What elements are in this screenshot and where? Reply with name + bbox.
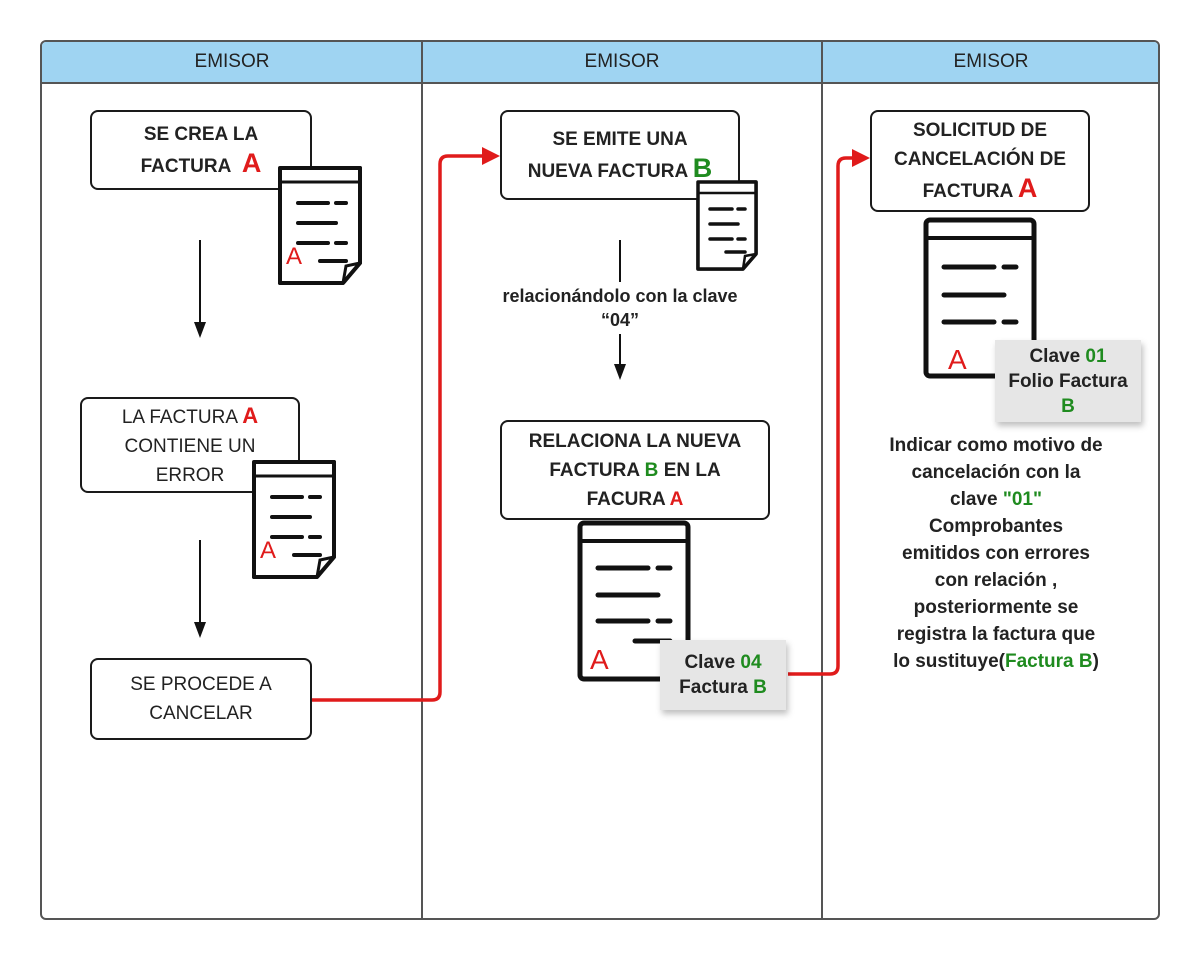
- arrow-create-to-error: [194, 240, 206, 338]
- lane-header-1: EMISOR: [42, 42, 422, 84]
- red-connector-cancel-to-emit: [312, 147, 500, 702]
- cancellation-note: Indicar como motivo de cancelación con l…: [860, 432, 1132, 675]
- doc2-letter-top: A: [260, 537, 277, 564]
- box-cancel-line2: CANCELAR: [149, 703, 253, 724]
- box-create-invoice: SE CREA LA FACTURA A: [90, 110, 312, 190]
- box-relate-line1: RELACIONA LA NUEVA: [528, 430, 742, 452]
- box-proceed-cancel: SE PROCEDE A CANCELAR: [90, 658, 312, 740]
- box-request-line1: SOLICITUD DE: [912, 120, 1048, 141]
- box-error-line1: LA FACTURA: [121, 406, 237, 428]
- box-emit-new-invoice: SE EMITE UNA NUEVA FACTURA B: [500, 110, 740, 200]
- note-line1: Indicar como motivo de: [889, 435, 1103, 456]
- box-emit-line2: NUEVA FACTURA: [527, 160, 688, 182]
- tag04-value2: B: [753, 677, 767, 698]
- box-error-line2: CONTIENE UN: [124, 435, 256, 457]
- tag04-label2: Factura: [679, 677, 748, 698]
- note-line9-end: ): [1092, 651, 1099, 672]
- box-error-line3: ERROR: [155, 464, 225, 486]
- relation-line2: “04”: [600, 310, 640, 330]
- note-line9: lo sustituye(: [893, 651, 1005, 672]
- box-error-mark: A: [242, 402, 259, 428]
- box-emit-mark: B: [692, 152, 713, 183]
- arrow-emit-to-relate: [614, 240, 626, 380]
- note-line2: cancelación con la: [911, 462, 1081, 483]
- box-cancellation-request: SOLICITUD DE CANCELACIÓN DE FACTURA A: [870, 110, 1090, 212]
- box-relate-mark-a: A: [669, 488, 684, 510]
- lane-header-3: EMISOR: [822, 42, 1158, 84]
- note-line3: clave: [950, 489, 998, 510]
- box-request-mark: A: [1017, 173, 1038, 203]
- tag-clave-04: Clave 04 Factura B: [660, 640, 786, 710]
- box-create-line1: SE CREA LA: [143, 123, 259, 145]
- box-relate-line2a: FACTURA: [549, 459, 640, 481]
- box-emit-line1: SE EMITE UNA: [552, 128, 688, 150]
- tag01-label2: Folio Factura: [1008, 370, 1128, 392]
- tag01-label1: Clave: [1029, 345, 1081, 367]
- tag01-value1: 01: [1085, 345, 1107, 367]
- box-cancel-line1: SE PROCEDE A: [130, 674, 272, 695]
- box-relate-mark-b: B: [644, 459, 659, 481]
- note-line7: posteriormente se: [913, 597, 1079, 618]
- box-create-mark: A: [241, 147, 262, 178]
- lane-divider-1: [421, 42, 423, 918]
- note-line8: registra la factura que: [896, 624, 1096, 645]
- note-line6: con relación ,: [934, 570, 1058, 591]
- arrow-error-to-cancel: [194, 540, 206, 638]
- doc4-letter: A: [948, 344, 967, 375]
- note-line3-code: "01": [1002, 489, 1042, 510]
- box-relate-invoice: RELACIONA LA NUEVA FACTURA B EN LA FACUR…: [500, 420, 770, 520]
- box-create-line2: FACTURA: [140, 155, 232, 177]
- box-request-line2: CANCELACIÓN DE: [893, 149, 1067, 170]
- relation-label: relacionándolo con la clave “04”: [460, 284, 780, 332]
- swimlane-frame: EMISOR EMISOR EMISOR: [40, 40, 1160, 920]
- doc1-letter-top: A: [286, 243, 303, 270]
- tag-clave-01: Clave 01 Folio Factura B: [995, 340, 1141, 422]
- tag04-label1: Clave: [684, 652, 736, 673]
- lane-divider-2: [821, 42, 823, 918]
- lane-header-2: EMISOR: [422, 42, 822, 84]
- tag01-value2: B: [1061, 395, 1075, 417]
- note-line9-ref: Factura B: [1004, 651, 1093, 672]
- doc3-letter: A: [590, 644, 609, 675]
- box-invoice-error: LA FACTURA A CONTIENE UN ERROR: [80, 397, 300, 493]
- tag04-value1: 04: [740, 652, 762, 673]
- red-connector-tag-to-request: [788, 149, 870, 676]
- box-request-line3: FACTURA: [922, 181, 1013, 202]
- document-icon-large-2: [923, 217, 1037, 379]
- box-relate-line2b: EN LA: [663, 459, 721, 481]
- note-line4: Comprobantes: [928, 516, 1064, 537]
- relation-line1: relacionándolo con la clave: [502, 286, 738, 306]
- box-relate-line3: FACURA: [586, 488, 666, 510]
- note-line5: emitidos con errores: [902, 543, 1090, 564]
